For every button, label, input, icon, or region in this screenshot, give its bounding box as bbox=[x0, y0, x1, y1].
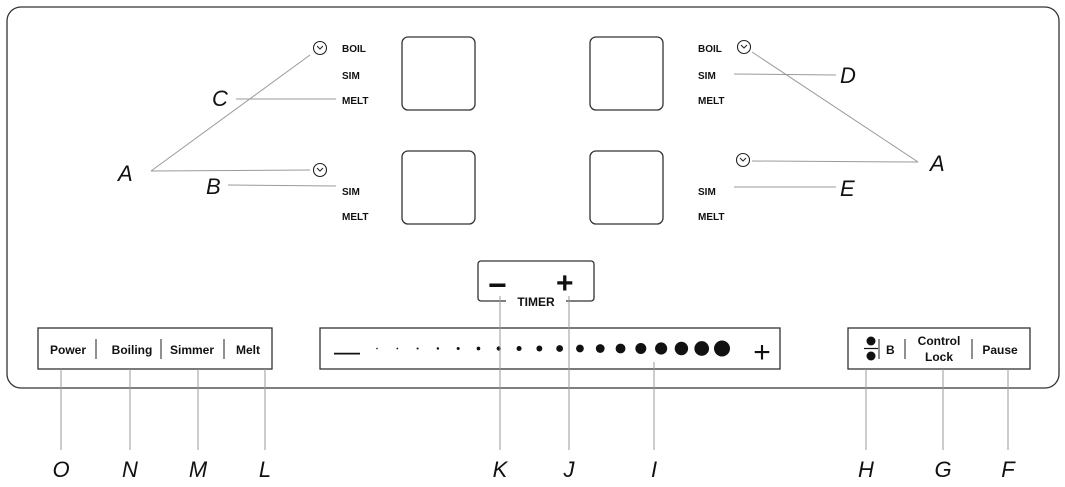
callout-d: D bbox=[840, 63, 856, 88]
power-level-dot[interactable] bbox=[476, 346, 481, 351]
zone-bl-melt-label: MELT bbox=[342, 212, 368, 223]
slider-plus-button[interactable]: + bbox=[753, 336, 771, 369]
power-level-dot[interactable] bbox=[396, 347, 399, 350]
clock-icon bbox=[735, 152, 751, 168]
callout-a-left: A bbox=[116, 161, 133, 186]
timer-minus-button[interactable]: − bbox=[488, 267, 507, 303]
power-level-dot[interactable] bbox=[456, 346, 460, 351]
callout-e: E bbox=[840, 176, 855, 201]
timer-label-bg bbox=[506, 294, 566, 308]
callout-j: J bbox=[563, 457, 576, 482]
power-level-dot[interactable] bbox=[674, 341, 689, 356]
zone-square-top-right bbox=[589, 36, 664, 111]
power-level-dot[interactable] bbox=[694, 341, 710, 356]
callout-f: F bbox=[1001, 457, 1016, 482]
power-level-dot[interactable] bbox=[655, 342, 668, 355]
callout-n: N bbox=[122, 457, 138, 482]
power-level-dot[interactable] bbox=[595, 344, 605, 353]
zone-br-melt-label: MELT bbox=[698, 212, 724, 223]
clock-icon bbox=[312, 162, 328, 178]
control-lock-button[interactable]: Control bbox=[918, 334, 961, 348]
callout-i: I bbox=[651, 457, 657, 482]
callout-m: M bbox=[189, 457, 208, 482]
boiling-button[interactable]: Boiling bbox=[112, 343, 153, 357]
leader-lines bbox=[60, 51, 1009, 450]
zone-tl-sim-label: SIM bbox=[342, 71, 360, 82]
control-lock-button-line2[interactable]: Lock bbox=[925, 350, 953, 364]
slider-dots[interactable] bbox=[376, 340, 730, 357]
zone-square-bottom-right bbox=[589, 150, 664, 225]
zone-select-icon[interactable] bbox=[864, 336, 878, 361]
power-level-dot[interactable] bbox=[436, 347, 440, 350]
zone-tr-boil-label: BOIL bbox=[698, 44, 722, 55]
zone-br-sim-label: SIM bbox=[698, 187, 716, 198]
zone-tl-boil-label: BOIL bbox=[342, 44, 366, 55]
zone-tl-melt-label: MELT bbox=[342, 96, 368, 107]
callout-b: B bbox=[206, 174, 221, 199]
zone-square-top-left bbox=[401, 36, 476, 111]
power-level-dot[interactable] bbox=[556, 345, 564, 352]
zone-tr-melt-label: MELT bbox=[698, 96, 724, 107]
power-button[interactable]: Power bbox=[50, 343, 86, 357]
callout-l: L bbox=[259, 457, 271, 482]
slider-minus-button[interactable]: — bbox=[334, 336, 360, 366]
power-level-dot[interactable] bbox=[615, 343, 626, 354]
melt-button[interactable]: Melt bbox=[236, 343, 260, 357]
callout-o: O bbox=[52, 457, 69, 482]
pause-button[interactable]: Pause bbox=[982, 343, 1018, 357]
callout-c: C bbox=[212, 86, 228, 111]
callout-a-right: A bbox=[928, 151, 945, 176]
function-panel bbox=[37, 327, 273, 370]
power-level-dot[interactable] bbox=[635, 343, 647, 354]
power-slider[interactable] bbox=[319, 327, 781, 370]
clock-icon bbox=[736, 39, 752, 55]
zone-tr-sim-label: SIM bbox=[698, 71, 716, 82]
power-level-dot[interactable] bbox=[516, 345, 522, 352]
callout-h: H bbox=[858, 457, 874, 482]
zone-square-bottom-left bbox=[401, 150, 476, 225]
zone-select-label[interactable]: B bbox=[886, 343, 895, 357]
callout-k: K bbox=[493, 457, 509, 482]
zone-bl-sim-label: SIM bbox=[342, 187, 360, 198]
simmer-button[interactable]: Simmer bbox=[170, 343, 214, 357]
timer-plus-button[interactable]: + bbox=[556, 267, 574, 300]
power-level-dot[interactable] bbox=[714, 340, 730, 357]
callout-g: G bbox=[934, 457, 951, 482]
clock-icon bbox=[312, 40, 328, 56]
power-level-dot[interactable] bbox=[376, 347, 378, 350]
timer-label: TIMER bbox=[517, 295, 555, 309]
power-level-dot[interactable] bbox=[416, 347, 419, 350]
right-control-panel bbox=[847, 327, 1031, 370]
power-level-dot[interactable] bbox=[576, 344, 584, 353]
cooktop-outline bbox=[6, 6, 1060, 389]
power-level-dot[interactable] bbox=[536, 345, 543, 352]
